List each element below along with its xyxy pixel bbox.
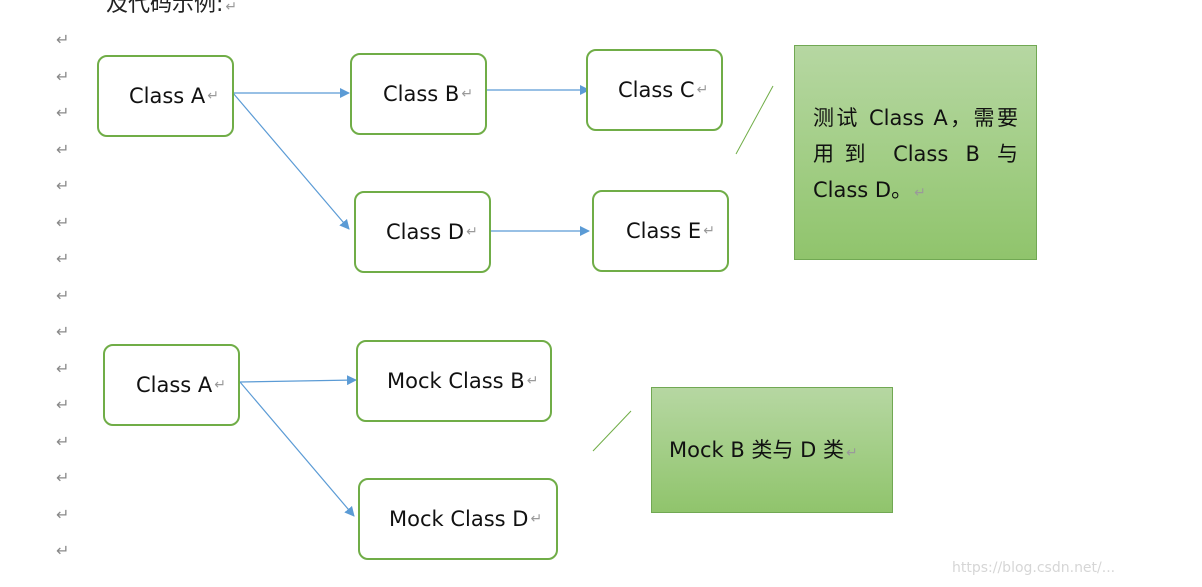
return-mark-icon: ↵ xyxy=(914,185,926,201)
arrow-a2-to-mock-b xyxy=(239,375,357,386)
paragraph-mark-icon: ↵ xyxy=(56,103,70,122)
node-class-b: Class B↵ xyxy=(350,53,487,135)
return-mark-icon: ↵ xyxy=(207,88,220,104)
callout-pointer-1 xyxy=(735,85,774,155)
paragraph-mark-icon: ↵ xyxy=(56,395,70,414)
paragraph-mark-icon: ↵ xyxy=(56,285,70,305)
arrow-a-to-d xyxy=(232,92,350,230)
callout-note-1: 测试 Class A，需要用到 Class B 与 Class D。↵ xyxy=(794,45,1037,260)
return-mark-icon: ↵ xyxy=(696,82,709,98)
node-mock-class-b: Mock Class B↵ xyxy=(356,340,552,422)
return-mark-icon: ↵ xyxy=(461,86,474,102)
node-mock-class-d: Mock Class D↵ xyxy=(358,478,558,560)
paragraph-mark-icon: ↵ xyxy=(56,541,70,560)
paragraph-mark-icon: ↵ xyxy=(56,212,70,232)
callout-pointer-2 xyxy=(592,410,632,452)
paragraph-mark-icon: ↵ xyxy=(56,139,70,159)
return-mark-icon: ↵ xyxy=(526,373,539,389)
paragraph-mark-icon: ↵ xyxy=(56,504,70,524)
return-mark-icon: ↵ xyxy=(845,445,858,461)
node-class-a: Class A↵ xyxy=(97,55,234,137)
return-mark-icon: ↵ xyxy=(703,223,715,239)
node-class-a-2: Class A↵ xyxy=(103,344,240,426)
paragraph-mark-icon: ↵ xyxy=(56,249,70,268)
arrow-a2-to-mock-d xyxy=(239,381,355,517)
watermark: https://blog.csdn.net/... xyxy=(952,560,1116,576)
node-class-e: Class E↵ xyxy=(592,190,729,272)
return-mark-icon: ↵ xyxy=(530,511,543,527)
node-class-d: Class D↵ xyxy=(354,191,491,273)
paragraph-mark-icon: ↵ xyxy=(56,176,70,195)
paragraph-mark-icon: ↵ xyxy=(56,431,70,451)
return-mark-icon: ↵ xyxy=(466,224,478,240)
paragraph-mark-icon: ↵ xyxy=(56,468,70,487)
paragraph-mark-icon: ↵ xyxy=(56,358,70,378)
return-mark-icon: ↵ xyxy=(225,0,238,15)
callout-note-2: Mock B 类与 D 类↵ xyxy=(651,387,893,513)
heading-text: 及代码示例:↵ xyxy=(106,0,238,17)
node-class-c: Class C↵ xyxy=(586,49,723,131)
paragraph-mark-icon: ↵ xyxy=(56,66,70,86)
paragraph-mark-icon: ↵ xyxy=(56,30,70,49)
paragraph-mark-icon: ↵ xyxy=(56,322,70,341)
return-mark-icon: ↵ xyxy=(214,377,227,393)
